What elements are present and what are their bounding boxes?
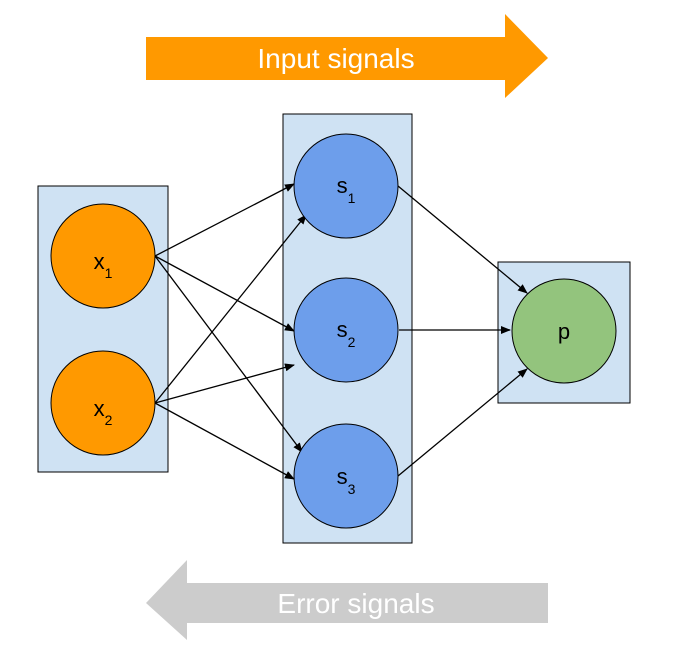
node-x1-circle — [50, 203, 156, 309]
error-signals-arrow: Error signals — [146, 560, 548, 640]
edge-x2-s3 — [154, 402, 295, 480]
node-s3-circle — [293, 423, 399, 529]
node-p-circle — [511, 278, 617, 384]
node-s2-circle — [293, 277, 399, 383]
input-signals-label: Input signals — [257, 43, 414, 74]
node-x2-label: x2 — [94, 396, 113, 428]
node-s3: s3 — [293, 423, 399, 529]
edge-s3-p — [397, 368, 528, 477]
edge-x1-s1 — [154, 183, 295, 257]
input-signals-arrow: Input signals — [146, 14, 548, 98]
edge-x2-s1 — [154, 214, 307, 404]
error-signals-label: Error signals — [277, 588, 434, 619]
edge-x1-s3 — [154, 255, 303, 453]
node-p-label: p — [558, 319, 570, 344]
input-signals-arrow-shape — [146, 14, 548, 98]
node-s3-label: s3 — [337, 464, 356, 497]
node-x1-label: x1 — [94, 249, 113, 281]
node-s1-circle — [293, 133, 399, 239]
edge-x1-s2 — [154, 255, 295, 332]
node-s2-label: s2 — [337, 317, 356, 350]
node-s1-label: s1 — [337, 173, 356, 206]
edges — [154, 183, 528, 480]
node-s2: s2 — [293, 277, 399, 383]
node-x2: x2 — [50, 350, 156, 456]
error-signals-arrow-shape — [146, 560, 548, 640]
edge-s1-p — [397, 185, 528, 294]
edge-x2-s2 — [154, 363, 295, 404]
node-x1: x1 — [50, 203, 156, 309]
node-s1: s1 — [293, 133, 399, 239]
node-x2-circle — [50, 350, 156, 456]
node-p: p — [511, 278, 617, 384]
